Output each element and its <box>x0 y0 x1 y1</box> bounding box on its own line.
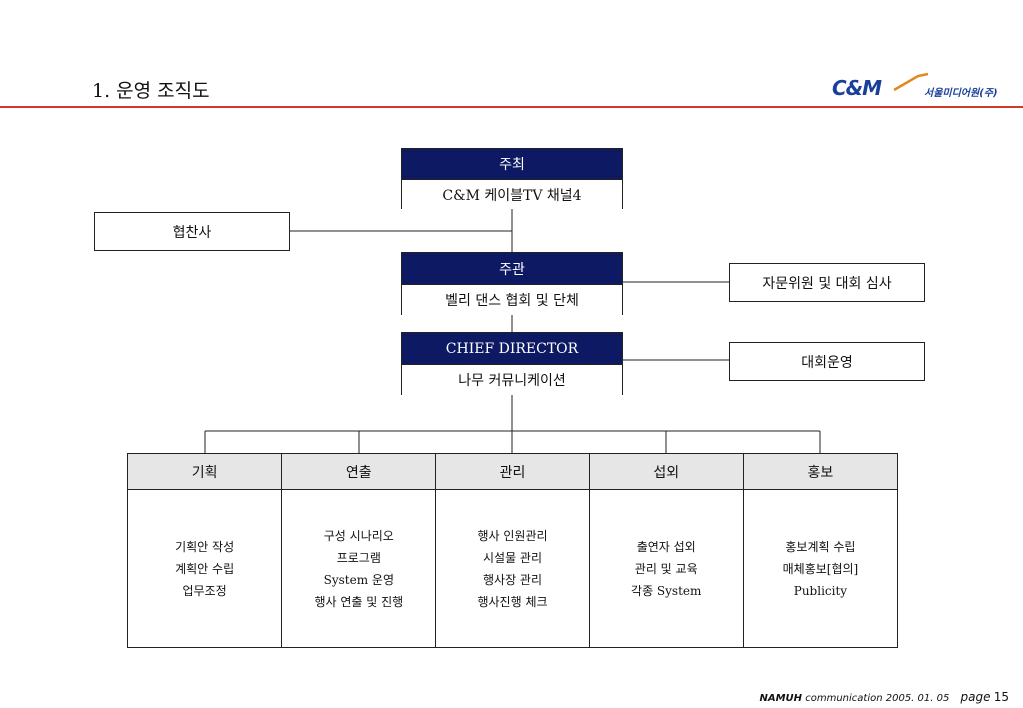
dept-header-directing: 연출 <box>282 454 437 489</box>
organizer-box: 주관 벨리 댄스 협회 및 단체 <box>401 252 623 315</box>
page-title: 1. 운영 조직도 <box>92 80 210 102</box>
logo-sub-text: 서울미디어원(주) <box>924 88 998 99</box>
task-item: 각종 System <box>631 584 702 598</box>
sponsor-box: 협찬사 <box>94 212 290 251</box>
dept-header-planning: 기획 <box>128 454 283 489</box>
departments-table: 기획 연출 관리 섭외 홍보 기획안 작성 계획안 수립 업무조정 구성 시나리… <box>127 453 898 648</box>
departments-header-row: 기획 연출 관리 섭외 홍보 <box>128 454 898 490</box>
dept-tasks-directing: 구성 시나리오 프로그램 System 운영 행사 연출 및 진행 <box>282 490 437 648</box>
task-item: 매체홍보[협의] <box>782 562 859 576</box>
footer-text: communication 2005. 01. 05 <box>805 693 950 704</box>
task-item: 행사장 관리 <box>483 573 543 587</box>
task-item: 행사 인원관리 <box>477 529 548 543</box>
dept-tasks-casting: 출연자 섭외 관리 및 교육 각종 System <box>590 490 744 648</box>
logo-main-text: C&M <box>832 76 882 100</box>
page-label: page <box>960 690 991 704</box>
organizer-name: 벨리 댄스 협회 및 단체 <box>402 284 622 315</box>
task-item: 출연자 섭외 <box>636 540 696 554</box>
task-item: 홍보계획 수립 <box>785 540 856 554</box>
dept-tasks-promotion: 홍보계획 수립 매체홍보[협의] Publicity <box>744 490 897 648</box>
dept-header-casting: 섭외 <box>589 454 744 489</box>
task-item: 행사진행 체크 <box>477 595 548 609</box>
page-footer: NAMUH communication 2005. 01. 05 page 15 <box>759 690 1009 704</box>
organizer-title: 주관 <box>402 253 622 284</box>
company-logo: C&M 서울미디어원(주) <box>832 72 1022 102</box>
director-title: CHIEF DIRECTOR <box>402 333 622 364</box>
host-title: 주최 <box>402 149 622 179</box>
advisory-box: 자문위원 및 대회 심사 <box>729 263 925 302</box>
task-item: 행사 연출 및 진행 <box>314 595 404 609</box>
director-name: 나무 커뮤니케이션 <box>402 364 622 395</box>
task-item: 구성 시나리오 <box>323 529 394 543</box>
operation-box: 대회운영 <box>729 342 925 381</box>
task-item: Publicity <box>793 584 848 598</box>
task-item: 시설물 관리 <box>483 551 543 565</box>
task-item: 프로그램 <box>336 551 381 565</box>
dept-tasks-management: 행사 인원관리 시설물 관리 행사장 관리 행사진행 체크 <box>436 490 590 648</box>
host-name: C&M 케이블TV 채널4 <box>402 179 622 209</box>
header-divider <box>0 106 1023 108</box>
task-item: 계획안 수립 <box>175 562 235 576</box>
director-box: CHIEF DIRECTOR 나무 커뮤니케이션 <box>401 332 623 395</box>
task-item: 관리 및 교육 <box>634 562 698 576</box>
logo-swoosh-icon <box>893 72 929 92</box>
dept-tasks-planning: 기획안 작성 계획안 수립 업무조정 <box>128 490 283 648</box>
task-item: 업무조정 <box>182 584 227 598</box>
task-item: 기획안 작성 <box>175 540 235 554</box>
host-box: 주최 C&M 케이블TV 채널4 <box>401 148 623 209</box>
task-item: System 운영 <box>323 573 394 587</box>
dept-header-management: 관리 <box>436 454 590 489</box>
departments-body-row: 기획안 작성 계획안 수립 업무조정 구성 시나리오 프로그램 System 운… <box>128 490 897 648</box>
footer-company: NAMUH <box>759 693 803 704</box>
page-number: 15 <box>993 690 1009 704</box>
dept-header-promotion: 홍보 <box>743 454 898 489</box>
